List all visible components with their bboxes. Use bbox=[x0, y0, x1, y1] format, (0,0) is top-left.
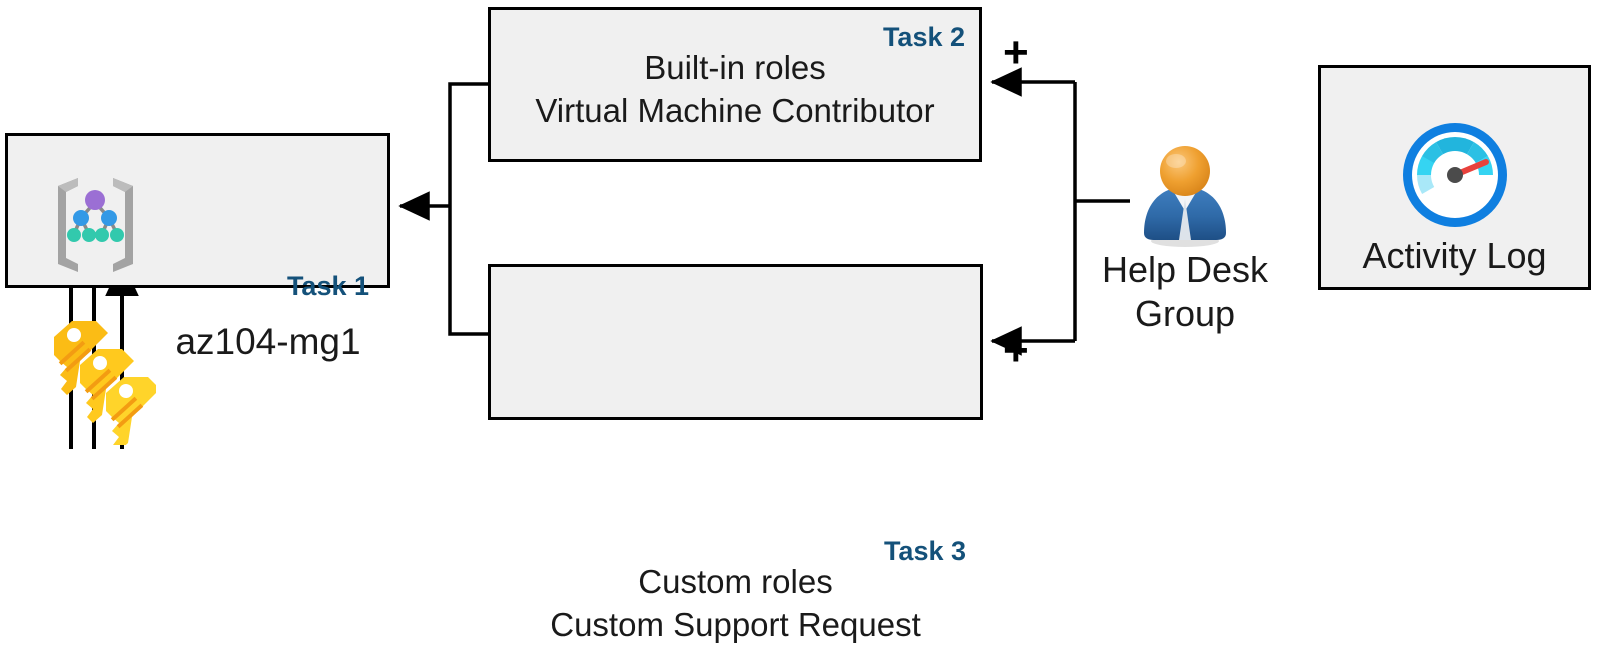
task2-line2: Virtual Machine Contributor bbox=[535, 92, 935, 129]
diagram-canvas: Task 1 az104-mg1 bbox=[5, 7, 1591, 643]
task2-text: Built-in roles Virtual Machine Contribut… bbox=[491, 46, 979, 132]
plus-icon-bottom: + bbox=[1003, 326, 1029, 375]
task3-box[interactable]: Task 3 Custom roles Custom Support Reque… bbox=[488, 264, 983, 643]
actor-line2: Group bbox=[1134, 293, 1236, 334]
task1-label: Task 1 bbox=[286, 271, 369, 301]
task3-line1: Custom roles bbox=[638, 563, 833, 600]
actor-caption: Help Desk Group bbox=[1080, 248, 1290, 336]
task1-title: az104-mg1 bbox=[175, 321, 361, 362]
task4-caption: Activity Log bbox=[1362, 235, 1547, 276]
task3-text: Custom roles Custom Support Request bbox=[491, 560, 980, 646]
plus-icon-top: + bbox=[1003, 28, 1029, 77]
gauge-icon bbox=[1403, 123, 1507, 227]
task2-label: Task 2 bbox=[882, 22, 965, 52]
management-group-icon bbox=[58, 178, 133, 272]
keys-icon bbox=[54, 321, 156, 445]
task2-box[interactable]: Task 2 Built-in roles Virtual Machine Co… bbox=[488, 7, 982, 162]
task2-line1: Built-in roles bbox=[644, 49, 826, 86]
actor-line1: Help Desk bbox=[1101, 249, 1269, 290]
user-group-icon bbox=[1144, 146, 1226, 247]
task3-line2: Custom Support Request bbox=[550, 606, 921, 643]
